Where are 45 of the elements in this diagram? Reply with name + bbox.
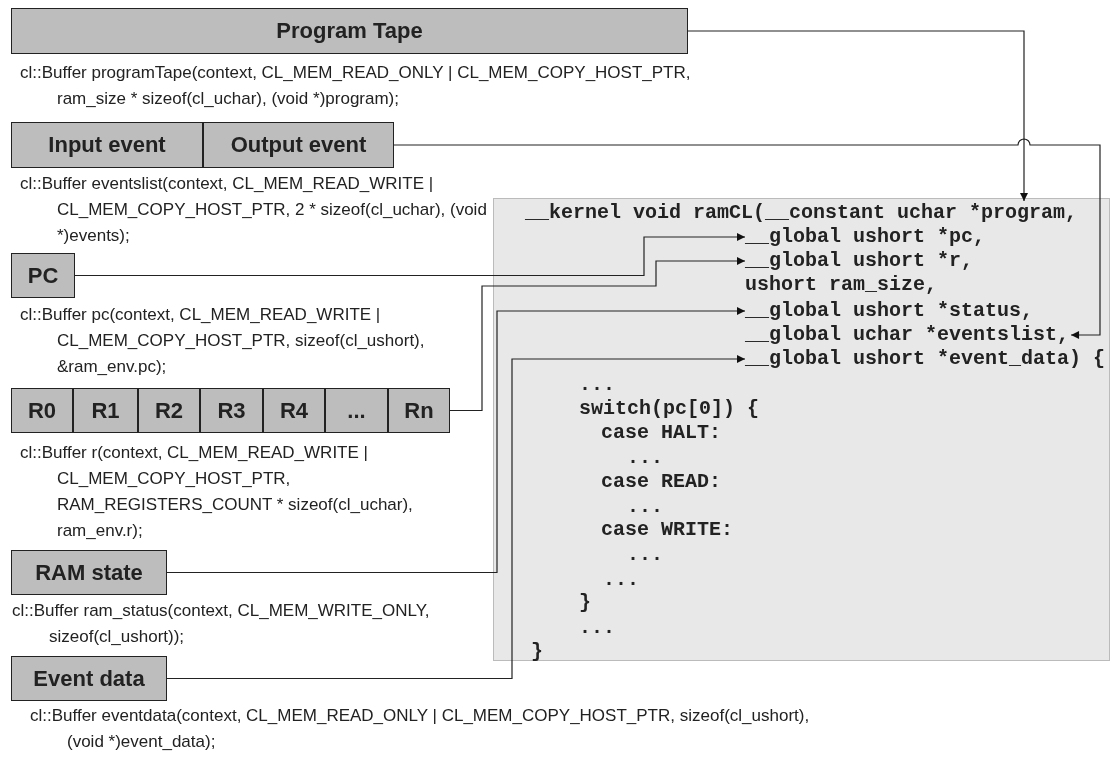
- code-caption: cl::Buffer eventdata(context, CL_MEM_READ_ONLY | CL_MEM_COPY_HOST_PTR, sizeof(cl_ushort), (void *)event_data);: [30, 705, 811, 753]
- code-panel: [493, 198, 1110, 661]
- connector-arrow: [687, 30, 1028, 202]
- code-line: __global uchar *eventslist,: [745, 323, 1070, 347]
- register-cell: Rn: [388, 388, 450, 433]
- code-line: switch(pc[0]) {: [579, 397, 760, 421]
- connector-arrow: [166, 355, 746, 680]
- code-line: ...: [627, 446, 663, 470]
- code-line: __global ushort *event_data) {: [745, 347, 1106, 371]
- code-line: ...: [627, 543, 663, 567]
- code-caption: cl::Buffer pc(context, CL_MEM_READ_WRITE | CL_MEM_COPY_HOST_PTR, sizeof(cl_ushort), &ram_env.pc);: [20, 304, 426, 378]
- register-cell: R0: [11, 388, 73, 433]
- memory-block: RAM state: [11, 550, 167, 595]
- memory-block: PC: [11, 253, 75, 298]
- code-line: ...: [627, 495, 663, 519]
- code-caption: cl::Buffer eventslist(context, CL_MEM_READ_WRITE | CL_MEM_COPY_HOST_PTR, 2 * sizeof(cl_uchar), (void *)events);: [20, 173, 488, 247]
- register-cell: ...: [325, 388, 388, 433]
- code-line: }: [579, 591, 591, 615]
- connector-arrow: [393, 138, 1101, 339]
- memory-block: Event data: [11, 656, 167, 701]
- memory-block: Program Tape: [11, 8, 688, 54]
- register-cell: R2: [138, 388, 200, 433]
- memory-block: Output event: [203, 122, 394, 168]
- code-line: __global ushort *status,: [745, 299, 1034, 323]
- code-line: ...: [603, 568, 639, 592]
- code-line: __global ushort *r,: [745, 249, 974, 273]
- code-caption: cl::Buffer r(context, CL_MEM_READ_WRITE | CL_MEM_COPY_HOST_PTR, RAM_REGISTERS_COUNT * sizeof(cl_uchar), ram_env.r);: [20, 442, 414, 542]
- code-line: __global ushort *pc,: [745, 225, 986, 249]
- code-caption: cl::Buffer ram_status(context, CL_MEM_WRITE_ONLY, sizeof(cl_ushort));: [12, 600, 431, 648]
- register-cell: R3: [200, 388, 263, 433]
- memory-block: Input event: [11, 122, 203, 168]
- code-line: ...: [579, 373, 615, 397]
- code-line: __kernel void ramCL(__constant uchar *program,: [525, 201, 1078, 225]
- code-line: case WRITE:: [601, 518, 734, 542]
- code-line: case READ:: [601, 470, 722, 494]
- code-line: case HALT:: [601, 421, 722, 445]
- code-line: ...: [579, 616, 615, 640]
- code-line: }: [531, 640, 543, 664]
- register-cell: R4: [263, 388, 325, 433]
- register-cell: R1: [73, 388, 138, 433]
- connector-arrow: [74, 233, 746, 277]
- code-caption: cl::Buffer programTape(context, CL_MEM_READ_ONLY | CL_MEM_COPY_HOST_PTR, ram_size * sizeof(cl_uchar), (void *)program);: [20, 62, 692, 110]
- code-line: ushort ram_size,: [745, 273, 938, 297]
- connector-arrow: [449, 257, 746, 412]
- connector-arrow: [166, 307, 746, 574]
